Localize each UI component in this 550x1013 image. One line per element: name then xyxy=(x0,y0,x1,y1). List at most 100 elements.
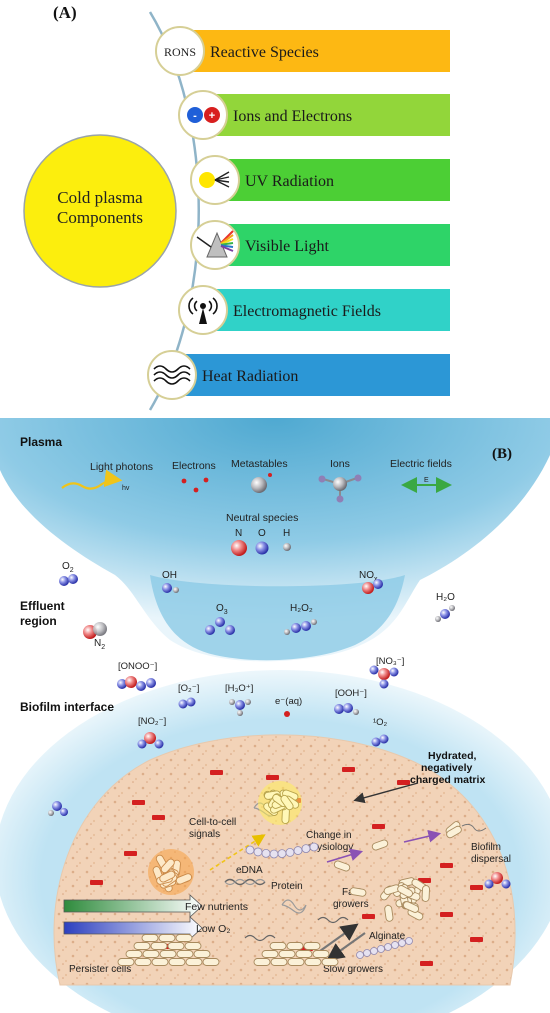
photon-wave-icon xyxy=(61,469,123,490)
negative-charge-bar xyxy=(470,885,483,890)
bacterium xyxy=(402,901,420,913)
alginate-label: Alginate xyxy=(369,931,406,942)
edna-helix xyxy=(244,934,276,942)
component-label: UV Radiation xyxy=(245,173,334,190)
bacterium xyxy=(321,958,339,966)
component-icon-circle xyxy=(155,26,205,76)
negative-charge-bar xyxy=(124,851,137,856)
region-effluent-1: Effluent xyxy=(20,599,65,613)
cell-signals-label-2: signals xyxy=(189,829,220,840)
hydrated-label-1: Hydrated, xyxy=(428,750,477,762)
negative-charge-bar xyxy=(397,780,410,785)
cell-chain-bead xyxy=(269,849,279,859)
alginate-bead xyxy=(398,939,406,947)
no2-label: [NO₂⁻] xyxy=(138,716,166,727)
edna-helix xyxy=(317,916,349,924)
o3-label: O3 xyxy=(216,603,228,616)
uv-burst-icon xyxy=(199,171,230,188)
growth-shift-arrow xyxy=(319,923,359,952)
bacterium xyxy=(261,950,279,958)
onoo-molecule xyxy=(117,676,156,691)
cell-chain-bead xyxy=(285,847,295,857)
bacterium xyxy=(269,942,287,950)
prism-icon xyxy=(196,230,234,258)
no3-molecule xyxy=(369,665,399,689)
negative-charge-bar xyxy=(362,914,375,919)
bacterium xyxy=(175,934,193,942)
cell-chain-bead xyxy=(245,845,255,855)
panel-a: (A) Cold plasma Components Reactive Spec… xyxy=(23,3,450,411)
svg-text:RONS: RONS xyxy=(164,45,196,59)
dispersal-arrow xyxy=(403,829,442,843)
oh-label: OH xyxy=(162,570,177,581)
component-bar xyxy=(209,289,450,331)
bacterium xyxy=(280,794,294,811)
o2minus-label: [O₂⁻] xyxy=(178,683,199,694)
component-row: Heat Radiation xyxy=(147,350,450,400)
alginate-bead xyxy=(391,941,399,949)
few-nutrients-arrow xyxy=(63,894,203,918)
bacterium xyxy=(371,839,389,851)
neutral-o-atom xyxy=(255,541,269,555)
component-row: UV Radiation xyxy=(190,155,450,205)
bacterium xyxy=(397,885,413,898)
hub-title-line2: Components xyxy=(57,208,143,227)
effluent-lobe xyxy=(150,575,405,661)
component-bar xyxy=(221,224,450,266)
cell-chain-bead xyxy=(293,846,303,855)
bacterium xyxy=(295,950,313,958)
low-o2-label: Low O₂ xyxy=(196,923,230,935)
component-label: Heat Radiation xyxy=(202,368,298,385)
ions-label: Ions xyxy=(330,458,350,470)
bacterium xyxy=(160,858,175,874)
alginate-bead xyxy=(363,949,371,957)
e-symbol: E xyxy=(424,477,429,484)
n2-molecule xyxy=(83,622,107,639)
metastable-electron xyxy=(268,473,272,477)
component-row: Electromagnetic Fields xyxy=(178,285,450,335)
region-biofilm: Biofilm interface xyxy=(20,700,114,714)
cell-signals-label-1: Cell-to-cell xyxy=(189,817,236,828)
hv-label: hv xyxy=(122,485,130,492)
h3o-label: [H₃O⁺] xyxy=(225,683,253,694)
o3-molecule xyxy=(205,617,235,635)
metastable-atom xyxy=(251,477,267,493)
n2-label: N2 xyxy=(94,638,105,651)
negative-charge-bar xyxy=(440,863,453,868)
bacterium xyxy=(159,950,177,958)
ooh-molecule xyxy=(334,703,359,715)
negative-charge-bar xyxy=(210,770,223,775)
bacteria-layer xyxy=(117,781,487,966)
h2o-molecule xyxy=(435,605,455,622)
bacterium xyxy=(150,942,168,950)
eaq-dot xyxy=(284,711,290,717)
edna-helix xyxy=(224,878,266,886)
alginate-bead xyxy=(377,945,385,953)
region-effluent-2: region xyxy=(20,614,57,628)
edna-label: eDNA xyxy=(236,865,263,876)
bacterium xyxy=(185,958,203,966)
panel-b: (B) Plasma Effluent region Biofilm inter… xyxy=(0,418,550,1013)
edge-molecule xyxy=(484,872,511,889)
bacterium xyxy=(167,942,185,950)
component-bar xyxy=(186,30,450,72)
bacterium xyxy=(142,950,160,958)
region-plasma: Plasma xyxy=(20,435,62,449)
no2-molecule xyxy=(137,732,164,749)
negative-charge-bar xyxy=(420,961,433,966)
bacterium xyxy=(312,950,330,958)
alginate-bead xyxy=(405,937,413,945)
negative-charge-bar xyxy=(152,815,165,820)
signal-arrow xyxy=(209,834,266,871)
heat-wave-icon xyxy=(153,365,191,385)
h2o2-label: H₂O₂ xyxy=(290,603,313,614)
flagellum xyxy=(461,823,487,832)
svg-text:-: - xyxy=(193,110,197,122)
bacterium xyxy=(287,958,305,966)
h3o-molecule xyxy=(229,699,251,716)
bacterium xyxy=(159,870,176,883)
panel-b-label: (B) xyxy=(492,446,512,462)
o2-label-left: O2 xyxy=(62,561,74,574)
component-bar xyxy=(178,354,450,396)
